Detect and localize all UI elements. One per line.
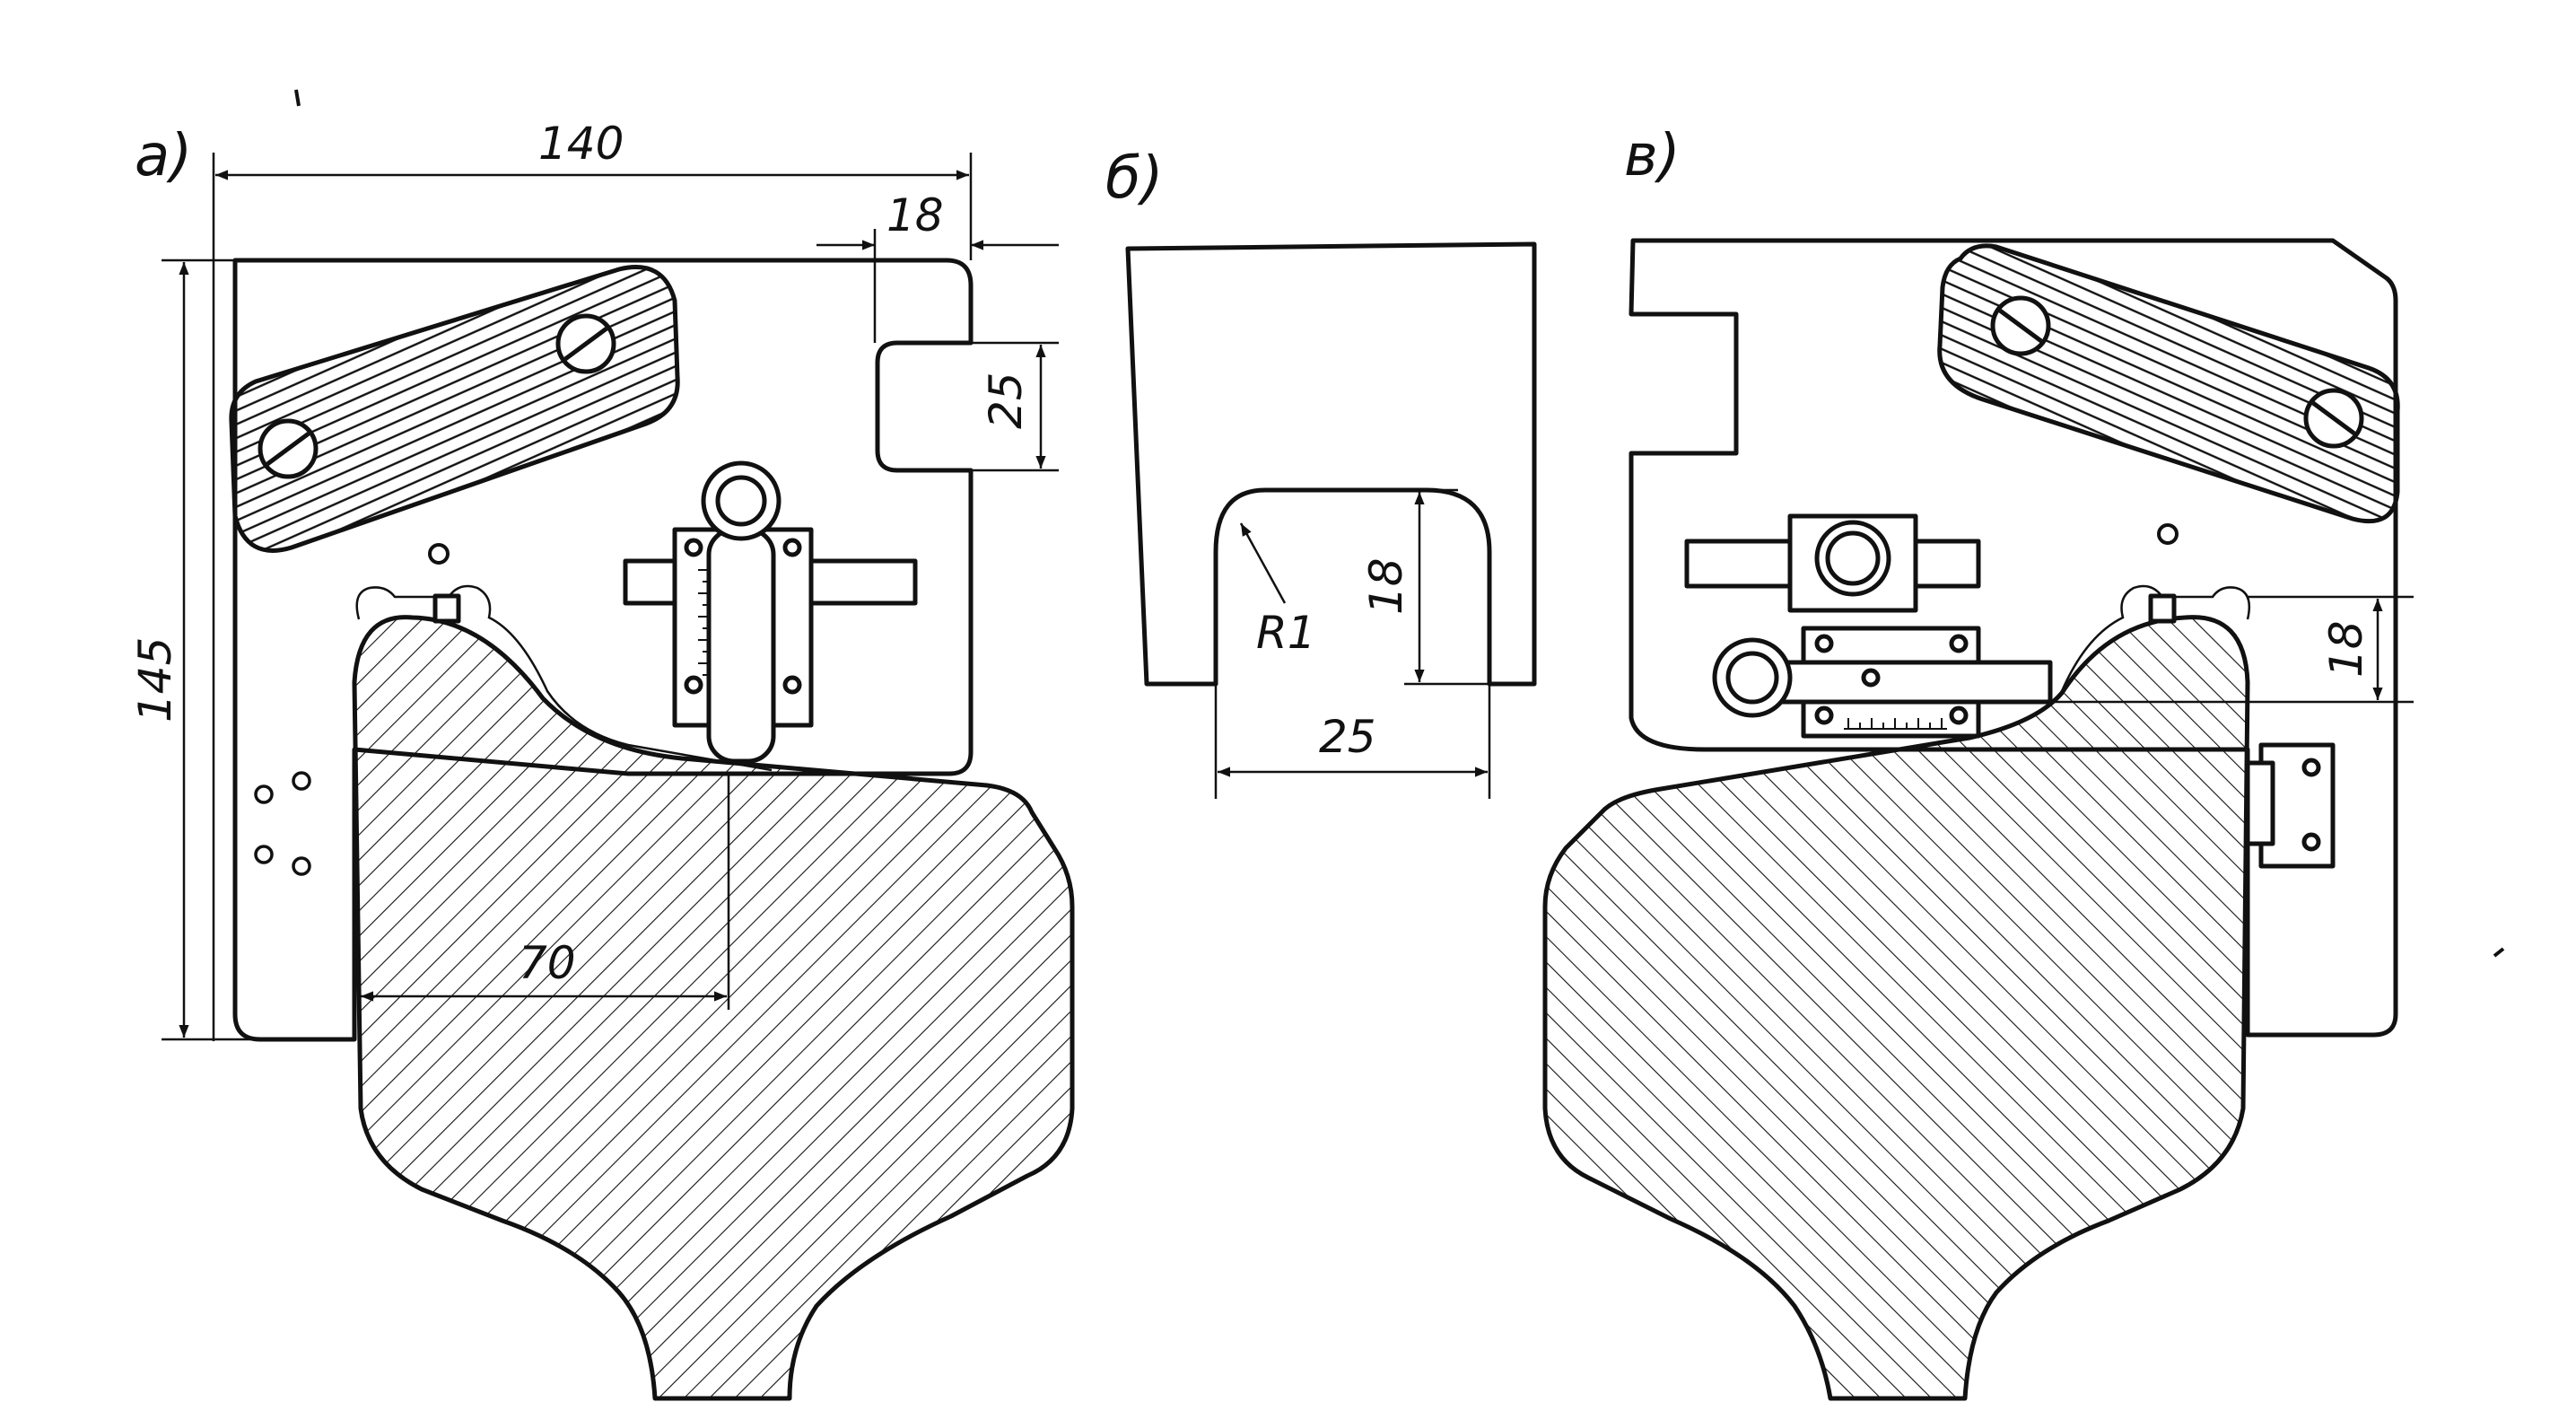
- panel-c-height-label: 18: [2320, 620, 2372, 678]
- panel-a-height-label: 145: [129, 637, 181, 723]
- panel-a-gauge-pin: [432, 593, 461, 624]
- panel-b: б) 25 18 R1: [1105, 145, 1537, 799]
- panel-c-handle: [1937, 243, 2400, 524]
- panel-a-hole: [254, 784, 274, 804]
- print-speck: [294, 89, 301, 107]
- panel-a-gauge-contour: [355, 584, 773, 772]
- panel-a-handle: [229, 265, 680, 553]
- panel-a-rail-head: [352, 615, 1075, 1401]
- panel-c-side-clip: [2245, 742, 2336, 869]
- panel-c-hole: [2157, 523, 2179, 545]
- panel-b-height-label: 18: [1360, 557, 1412, 615]
- panel-a-label: а): [135, 123, 192, 189]
- panel-c: в): [1542, 123, 2414, 1401]
- panel-c-gauge-pin: [2148, 593, 2177, 624]
- panel-a-half-label: 70: [519, 937, 576, 989]
- panel-a-slot-height-label: 25: [980, 372, 1032, 429]
- panel-a-vertical-slider: [623, 460, 918, 764]
- panel-c-gauge-contour: [1969, 584, 2251, 740]
- panel-b-dimensions: 25 18 R1: [1214, 488, 1491, 799]
- panel-b-template: [1125, 241, 1537, 687]
- panel-a-slot-depth-label: 18: [886, 189, 944, 241]
- panel-a-hole: [428, 543, 450, 565]
- panel-a-dimensions: 140 18 25 145 70: [129, 118, 1059, 1041]
- panel-a-hole: [292, 856, 311, 876]
- panel-b-width-label: 25: [1319, 711, 1376, 763]
- panel-c-rail-head: [1542, 615, 2250, 1401]
- panel-b-radius-label: R1: [1256, 607, 1316, 659]
- panel-b-label: б): [1105, 145, 1163, 212]
- panel-c-upper-slider: [1684, 513, 1981, 613]
- print-speck: [2493, 947, 2505, 958]
- panel-a-hole: [292, 771, 311, 791]
- panel-c-measuring-slider: [1712, 626, 2053, 739]
- panel-a-width-label: 140: [538, 118, 624, 170]
- panel-c-dimensions: 18: [2050, 595, 2414, 704]
- panel-a: а): [129, 118, 1075, 1401]
- panel-a-hole: [254, 845, 274, 864]
- panel-c-label: в): [1624, 123, 1681, 189]
